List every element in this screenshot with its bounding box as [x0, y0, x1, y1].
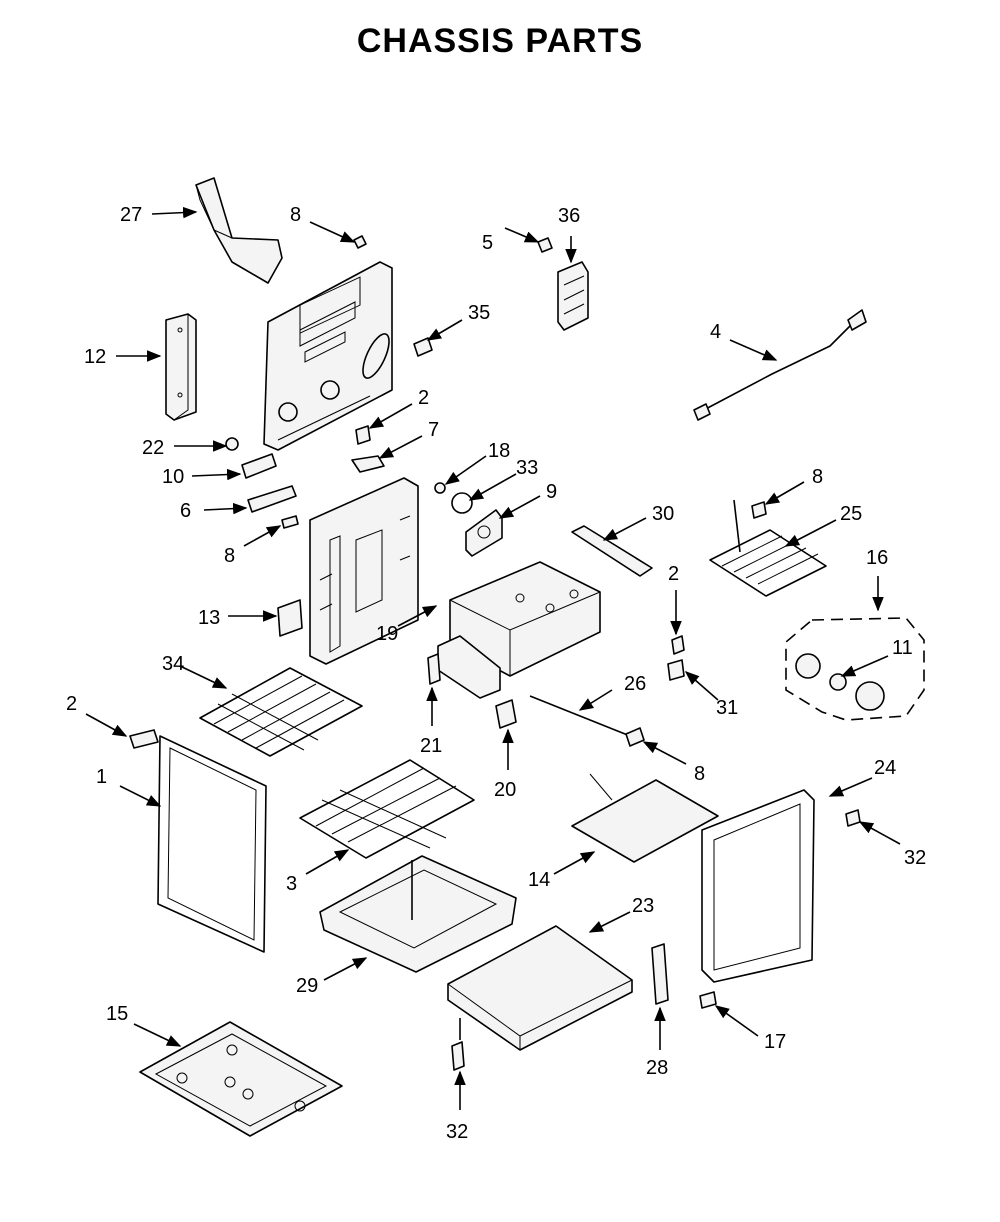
- part-34-rack: [199, 667, 363, 757]
- part-26-rod: [529, 695, 641, 741]
- callout-34: 34: [162, 653, 184, 675]
- callout-2: 2: [668, 563, 679, 585]
- callout-2: 2: [66, 693, 77, 715]
- callout-2: 2: [418, 387, 429, 409]
- part-17-screw: [699, 991, 717, 1009]
- callout-8: 8: [290, 204, 301, 226]
- callout-28: 28: [646, 1057, 668, 1079]
- callout-15: 15: [106, 1003, 128, 1025]
- part-8-screw: [281, 235, 367, 529]
- callout-32: 32: [904, 847, 926, 869]
- part-9-bracket: [465, 509, 503, 557]
- part-30-rail: [571, 525, 653, 577]
- part-10-clip: [241, 453, 277, 479]
- part-32-screw-b: [845, 809, 861, 827]
- callout-30: 30: [652, 503, 674, 525]
- part-25-element: [709, 499, 827, 597]
- part-28-bracket: [651, 943, 669, 1005]
- part-33-part: [451, 492, 473, 514]
- callout-12: 12: [84, 346, 106, 368]
- part-23-drawer: [447, 925, 633, 1051]
- callout-8: 8: [812, 466, 823, 488]
- part-7-clip: [351, 455, 385, 473]
- part-35-grommet: [413, 337, 433, 357]
- callout-1: 1: [96, 766, 107, 788]
- callout-10: 10: [162, 466, 184, 488]
- part-27-bracket: [195, 177, 283, 284]
- callout-9: 9: [546, 481, 557, 503]
- callout-13: 13: [198, 607, 220, 629]
- part-29-bottom: [319, 855, 517, 973]
- callout-labels: 27 8 5 36 35 4 12 2 7 22 18 33 10 9 8 6 …: [66, 204, 926, 1143]
- callout-7: 7: [428, 419, 439, 441]
- part-12-bracket: [165, 313, 197, 421]
- page-title: CHASSIS PARTS: [356, 22, 644, 60]
- part-16-group: [785, 617, 925, 721]
- part-36-terminal: [557, 261, 589, 331]
- part-13-latch: [277, 599, 303, 637]
- callout-3: 3: [286, 873, 297, 895]
- callout-29: 29: [296, 975, 318, 997]
- part-1-door: [157, 735, 267, 953]
- part-3-rack: [299, 759, 475, 859]
- callout-17: 17: [764, 1031, 786, 1053]
- callout-20: 20: [494, 779, 516, 801]
- callout-24: 24: [874, 757, 896, 779]
- callout-11: 11: [892, 637, 913, 659]
- callout-8: 8: [694, 763, 705, 785]
- callout-22: 22: [142, 437, 164, 459]
- callout-33: 33: [516, 457, 538, 479]
- part-32-screw: [451, 1041, 465, 1071]
- part-18-part: [434, 482, 446, 494]
- main-chassis: [437, 561, 601, 699]
- part-22-nut: [225, 437, 239, 451]
- callout-36: 36: [558, 205, 580, 227]
- part-8-screw-b: [625, 727, 645, 747]
- callout-35: 35: [468, 302, 490, 324]
- callout-16: 16: [866, 547, 888, 569]
- part-2-screw-b: [671, 635, 685, 655]
- part-21-part: [427, 653, 441, 685]
- part-14-panel: [571, 773, 719, 863]
- callout-26: 26: [624, 673, 646, 695]
- part-8-screw-c: [751, 501, 767, 519]
- part-2-screw: [355, 425, 371, 445]
- callout-21: 21: [420, 735, 442, 757]
- callout-5: 5: [482, 232, 493, 254]
- part-19-frame: [309, 477, 419, 665]
- part-15-tray: [139, 1021, 343, 1137]
- callout-4: 4: [710, 321, 721, 343]
- callout-18: 18: [488, 440, 510, 462]
- part-2-bushing: [129, 729, 159, 749]
- part-5-screw: [537, 237, 553, 253]
- leader-lines: [85, 206, 901, 1110]
- callout-31: 31: [716, 697, 738, 719]
- part-4-wire: [693, 309, 867, 421]
- control-panel-back: [263, 261, 393, 451]
- callout-8: 8: [224, 545, 235, 567]
- part-20-part: [495, 699, 517, 729]
- part-24-liner: [701, 789, 815, 983]
- callout-19: 19: [376, 623, 398, 645]
- callout-32: 32: [446, 1121, 468, 1143]
- part-11-bulb: [795, 653, 885, 711]
- callout-14: 14: [528, 869, 550, 891]
- callout-27: 27: [120, 204, 142, 226]
- callout-23: 23: [632, 895, 654, 917]
- callout-6: 6: [180, 500, 191, 522]
- part-31-part: [667, 659, 685, 681]
- part-6-block: [247, 485, 297, 513]
- callout-25: 25: [840, 503, 862, 525]
